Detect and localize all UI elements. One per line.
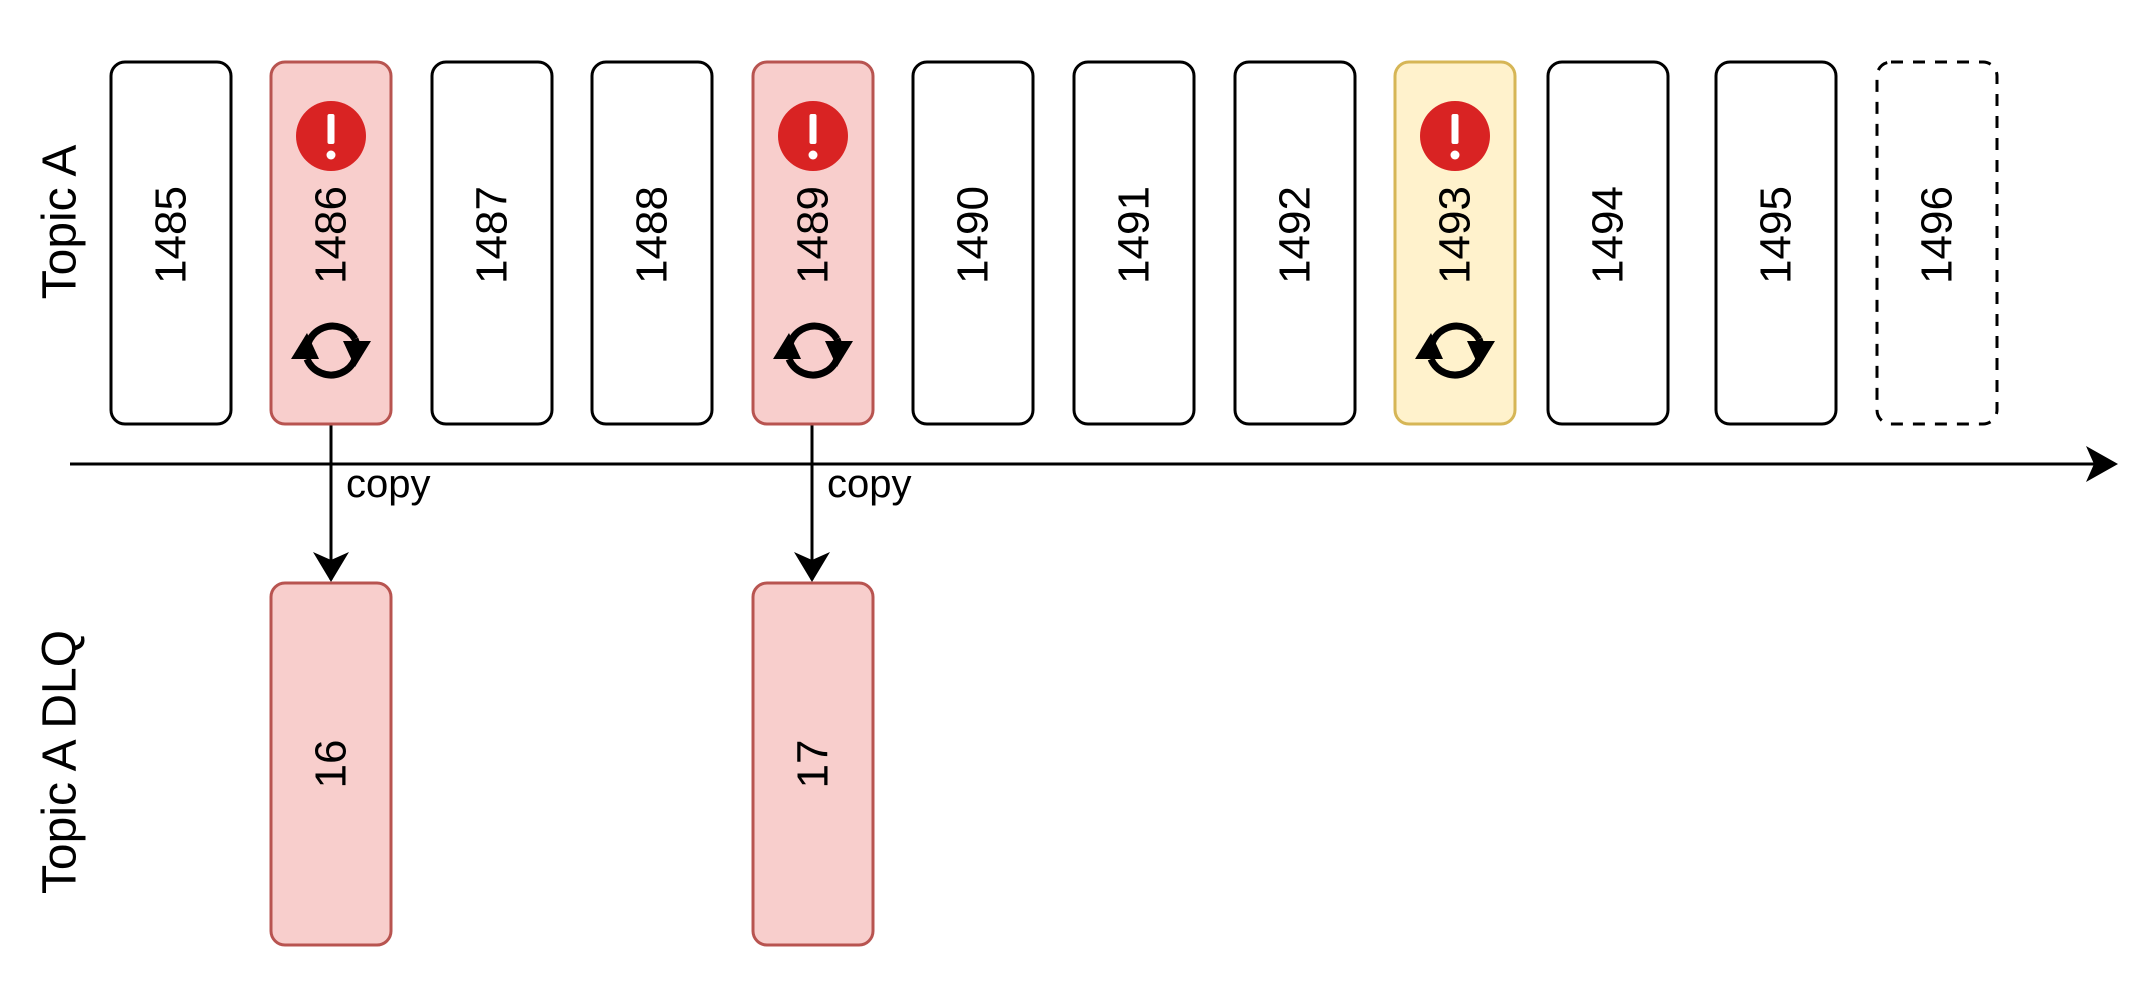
message-box-frame [109,60,233,426]
message-offset: 1491 [1110,186,1159,284]
message-offset: 1493 [1431,186,1480,284]
refresh-icon [1415,322,1495,379]
message-box: 1493 [1393,60,1517,426]
message-box: 1492 [1233,60,1357,426]
message-box: 1485 [109,60,233,426]
message-box-frame [751,581,875,947]
message-box-frame [269,581,393,947]
copy-arrow: copy [794,400,912,582]
message-box-frame [1233,60,1357,426]
dlq-message-box: 16 [269,581,393,947]
message-offset: 1485 [147,186,196,284]
message-offset: 1488 [628,186,677,284]
message-offset: 1490 [949,186,998,284]
message-box-frame [1546,60,1670,426]
message-box-frame [911,60,1035,426]
message-box: 1486 [269,60,393,426]
dlq-message-box: 17 [751,581,875,947]
message-box: 1487 [430,60,554,426]
message-box-frame [430,60,554,426]
message-box: 1489 [751,60,875,426]
message-box: 1496 [1875,60,1999,426]
copy-label: copy [346,462,431,506]
message-offset: 1486 [307,186,356,284]
message-box-frame [590,60,714,426]
message-offset: 1492 [1271,186,1320,284]
message-offset: 16 [307,740,356,789]
message-offset: 1489 [789,186,838,284]
message-offset: 1487 [468,186,517,284]
message-box: 1490 [911,60,1035,426]
topic-a-dlq-label: Topic A DLQ [34,630,87,894]
message-box: 1488 [590,60,714,426]
exclamation-icon [296,101,366,171]
message-offset: 1496 [1913,186,1962,284]
copy-arrow: copy [313,400,431,582]
message-box-frame [1875,60,1999,426]
topic-a-label: Topic A [34,145,87,300]
message-box: 1494 [1546,60,1670,426]
exclamation-icon [1420,101,1490,171]
message-offset: 1494 [1584,186,1633,284]
message-box-frame [1714,60,1838,426]
copy-label: copy [827,462,912,506]
timeline-arrowhead [2086,446,2118,482]
message-offset: 1495 [1752,186,1801,284]
topic-a-messages: 1485 1486 1487 1488 1489 1490 1491 1492 1493 1494… [109,60,1999,426]
refresh-icon [773,322,853,379]
message-box-frame [1072,60,1196,426]
exclamation-icon [778,101,848,171]
message-offset: 17 [789,740,838,789]
message-box: 1495 [1714,60,1838,426]
refresh-icon [291,322,371,379]
message-box: 1491 [1072,60,1196,426]
